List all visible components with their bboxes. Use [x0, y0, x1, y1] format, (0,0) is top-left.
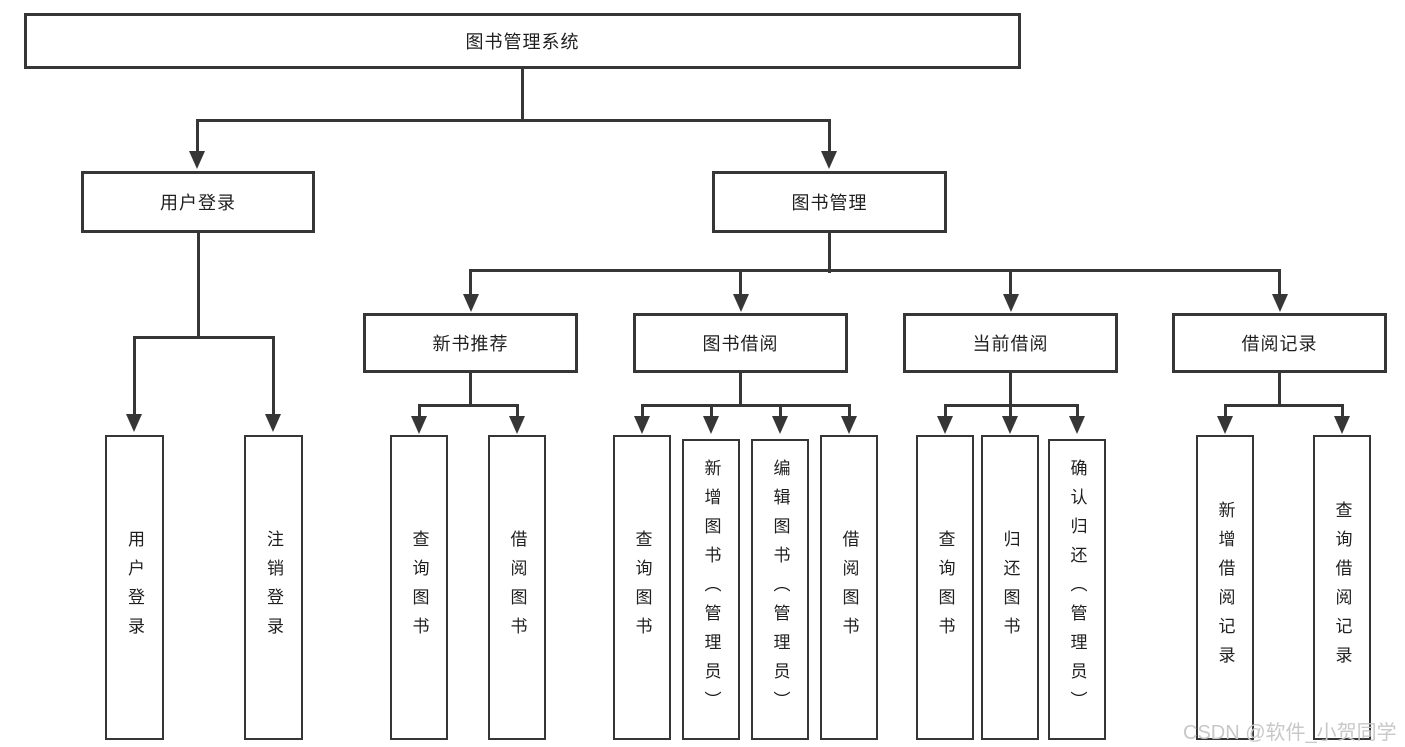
node-bb-borrow-books: 借阅图书: [820, 435, 878, 740]
node-user-login: 用户登录: [81, 171, 315, 233]
connector-root-horizontal: [195, 119, 831, 122]
node-cb-query-books: 查询图书: [916, 435, 974, 740]
node-new-book-recommend: 新书推荐: [363, 313, 578, 373]
connector-user-login-stem: [196, 233, 200, 339]
connector-stem-leaf: [417, 404, 421, 417]
node-user-login-leaf: 用户登录: [105, 435, 164, 740]
connector-stem-book-management: [827, 119, 831, 152]
node-label: 用户登录: [125, 529, 144, 646]
arrow-down-icon: [1002, 416, 1018, 434]
connector-borrow-records-horizontal: [1223, 404, 1344, 407]
arrow-down-icon: [1217, 416, 1233, 434]
connector-current-borrow-stem: [1009, 373, 1012, 407]
node-cb-confirm-return-admin: 确认归还（管理员）: [1048, 439, 1106, 740]
node-cb-return-books: 归还图书: [981, 435, 1039, 740]
arrow-down-icon: [821, 151, 837, 169]
node-bb-add-books-admin: 新增图书（管理员）: [682, 439, 740, 740]
connector-stem-user-login: [195, 119, 199, 152]
connector-root-stem: [520, 69, 524, 122]
connector-book-management-horizontal: [469, 269, 1281, 272]
csdn-watermark: CSDN @软件_小贺同学: [1183, 722, 1397, 744]
arrow-down-icon: [1002, 294, 1019, 312]
arrow-down-icon: [937, 416, 953, 434]
connector-stem-new-book-recommend: [469, 269, 472, 295]
connector-stem-leaf: [1075, 404, 1079, 417]
node-bb-edit-books-admin: 编辑图书（管理员）: [751, 439, 809, 740]
arrow-down-icon: [841, 416, 857, 434]
node-label: 编辑图书（管理员）: [770, 459, 790, 720]
arrow-down-icon: [732, 294, 749, 312]
node-root: 图书管理系统: [24, 13, 1021, 69]
connector-stem-leaf: [1008, 404, 1012, 417]
connector-stem-leaf: [709, 404, 713, 417]
connector-stem-current-borrow: [1009, 269, 1012, 295]
connector-stem-leaf: [515, 404, 519, 417]
node-label: 新增图书（管理员）: [701, 459, 721, 720]
connector-stem-leaf: [943, 404, 947, 417]
connector-stem-leaf: [640, 404, 644, 417]
node-label: 当前借阅: [972, 334, 1049, 354]
node-br-query-record: 查询借阅记录: [1313, 435, 1371, 740]
node-br-add-record: 新增借阅记录: [1196, 435, 1254, 740]
connector-user-login-horizontal: [132, 336, 275, 339]
node-label: 查询图书: [935, 529, 955, 646]
node-label: 注销登录: [264, 529, 283, 646]
connector-new-book-recommend-horizontal: [417, 404, 519, 407]
connector-stem-leaf: [847, 404, 851, 417]
arrow-down-icon: [1069, 416, 1085, 434]
arrow-down-icon: [772, 416, 788, 434]
node-label: 新增借阅记录: [1215, 500, 1235, 675]
arrow-down-icon: [126, 414, 142, 432]
connector-stem-borrow-records: [1278, 269, 1281, 295]
connector-book-management-stem: [827, 233, 831, 273]
connector-stem-book-borrow: [739, 269, 742, 295]
node-label: 图书借阅: [702, 334, 779, 354]
connector-stem-leaf: [1223, 404, 1227, 417]
node-book-borrow: 图书借阅: [633, 313, 848, 373]
node-label: 确认归还（管理员）: [1067, 459, 1087, 720]
connector-stem-user-login-leaf: [132, 336, 136, 415]
connector-stem-leaf: [778, 404, 782, 417]
node-label: 查询借阅记录: [1332, 500, 1352, 675]
arrow-down-icon: [703, 416, 719, 434]
node-label: 查询图书: [632, 529, 652, 646]
arrow-down-icon: [1271, 294, 1288, 312]
connector-new-book-recommend-stem: [469, 373, 472, 407]
arrow-down-icon: [265, 414, 281, 432]
connector-borrow-records-stem: [1278, 373, 1281, 407]
connector-stem-leaf: [1340, 404, 1344, 417]
node-bb-query-books: 查询图书: [613, 435, 671, 740]
node-label: 借阅图书: [507, 529, 527, 646]
node-nbr-borrow-books: 借阅图书: [488, 435, 546, 740]
node-nbr-query-books: 查询图书: [390, 435, 448, 740]
node-label: 新书推荐: [432, 334, 509, 354]
node-label: 图书管理: [791, 193, 868, 213]
node-label: 图书管理系统: [465, 32, 580, 52]
connector-book-borrow-stem: [739, 373, 742, 407]
arrow-down-icon: [509, 416, 525, 434]
node-label: 归还图书: [1000, 529, 1020, 646]
node-book-management: 图书管理: [712, 171, 947, 233]
node-logout-leaf: 注销登录: [244, 435, 303, 740]
node-label: 借阅记录: [1241, 334, 1318, 354]
arrow-down-icon: [1334, 416, 1350, 434]
connector-stem-logout-leaf: [271, 336, 275, 415]
arrow-down-icon: [189, 151, 205, 169]
node-label: 借阅图书: [839, 529, 859, 646]
arrow-down-icon: [462, 294, 479, 312]
node-label: 查询图书: [409, 529, 429, 646]
arrow-down-icon: [634, 416, 650, 434]
connector-book-borrow-horizontal: [640, 404, 851, 407]
node-borrow-records: 借阅记录: [1172, 313, 1387, 373]
arrow-down-icon: [411, 416, 427, 434]
node-label: 用户登录: [160, 193, 236, 213]
node-current-borrow: 当前借阅: [903, 313, 1118, 373]
